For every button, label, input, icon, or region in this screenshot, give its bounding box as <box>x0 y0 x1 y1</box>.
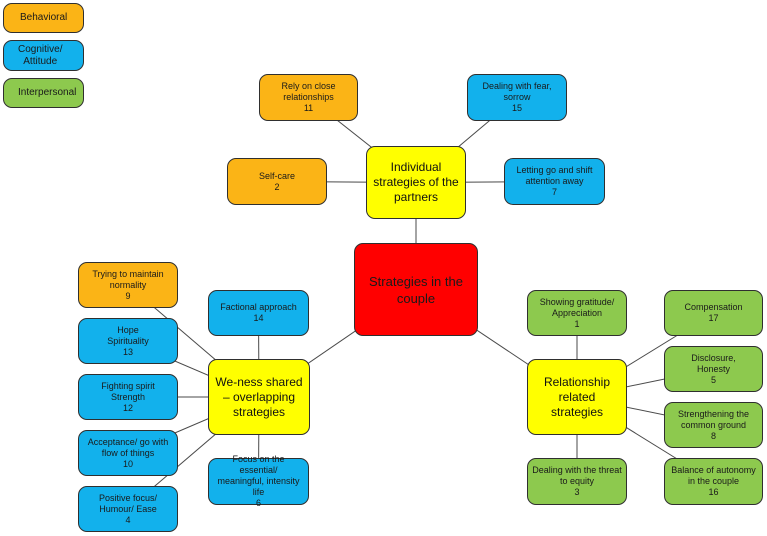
leaf-dealing-with-fear: Dealing with fear, sorrow 15 <box>467 74 567 121</box>
leaf-fighting-spirit: Fighting spirit Strength 12 <box>78 374 178 420</box>
leaf-acceptance: Acceptance/ go with flow of things 10 <box>78 430 178 476</box>
leaf-letting-go: Letting go and shift attention away 7 <box>504 158 605 205</box>
leaf-threat-to-equity: Dealing with the threat to equity 3 <box>527 458 627 505</box>
legend-cognitive-attitude: Cognitive/ Attitude <box>3 40 84 71</box>
legend-interpersonal: Interpersonal <box>3 78 84 108</box>
leaf-compensation: Compensation 17 <box>664 290 763 336</box>
hub-weness-shared: We-ness shared – overlapping strategies <box>208 359 310 435</box>
leaf-rely-on-close-relationships: Rely on close relationships 11 <box>259 74 358 121</box>
leaf-self-care: Self-care 2 <box>227 158 327 205</box>
legend-behavioral: Behavioral <box>3 3 84 33</box>
leaf-balance-of-autonomy: Balance of autonomy in the couple 16 <box>664 458 763 505</box>
hub-relationship-related: Relationship related strategies <box>527 359 627 435</box>
center-node: Strategies in the couple <box>354 243 478 336</box>
leaf-factional-approach: Factional approach 14 <box>208 290 309 336</box>
hub-individual-strategies: Individual strategies of the partners <box>366 146 466 219</box>
leaf-positive-focus: Positive focus/ Humour/ Ease 4 <box>78 486 178 532</box>
leaf-disclosure-honesty: Disclosure, Honesty 5 <box>664 346 763 392</box>
leaf-focus-on-essential: Focus on the essential/ meaningful, inte… <box>208 454 309 508</box>
leaf-common-ground: Strengthening the common ground 8 <box>664 402 763 448</box>
leaf-hope-spirituality: Hope Spirituality 13 <box>78 318 178 364</box>
leaf-maintain-normality: Trying to maintain normality 9 <box>78 262 178 308</box>
leaf-showing-gratitude: Showing gratitude/ Appreciation 1 <box>527 290 627 336</box>
